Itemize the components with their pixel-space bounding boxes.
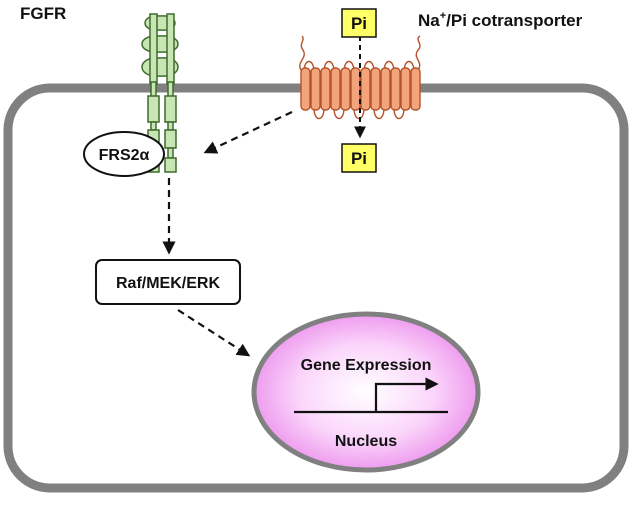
pi-outside: Pi: [341, 8, 377, 38]
nucleus: Gene Expression Nucleus: [251, 311, 481, 473]
raf-mek-erk-box: Raf/MEK/ERK: [95, 259, 241, 305]
frs2-alpha: FRS2α: [83, 131, 165, 177]
raf-label: Raf/MEK/ERK: [116, 275, 220, 292]
transcription-start-arrow: [374, 377, 439, 412]
pi-outside-label: Pi: [351, 14, 367, 33]
na-pi-cotransporter: [299, 35, 421, 120]
raf-to-nucleus-arrow: [177, 309, 251, 357]
transporter-to-frs2-arrow: [203, 111, 293, 154]
pi-inside: Pi: [341, 143, 377, 173]
nucleus-label: Nucleus: [335, 433, 397, 450]
fgfr-label: FGFR: [20, 4, 66, 23]
gene-expression-label: Gene Expression: [301, 357, 432, 374]
frs2-label: FRS2α: [99, 147, 150, 164]
cotransporter-label: Na+/Pi cotransporter: [418, 10, 583, 30]
pi-inside-label: Pi: [351, 149, 367, 168]
